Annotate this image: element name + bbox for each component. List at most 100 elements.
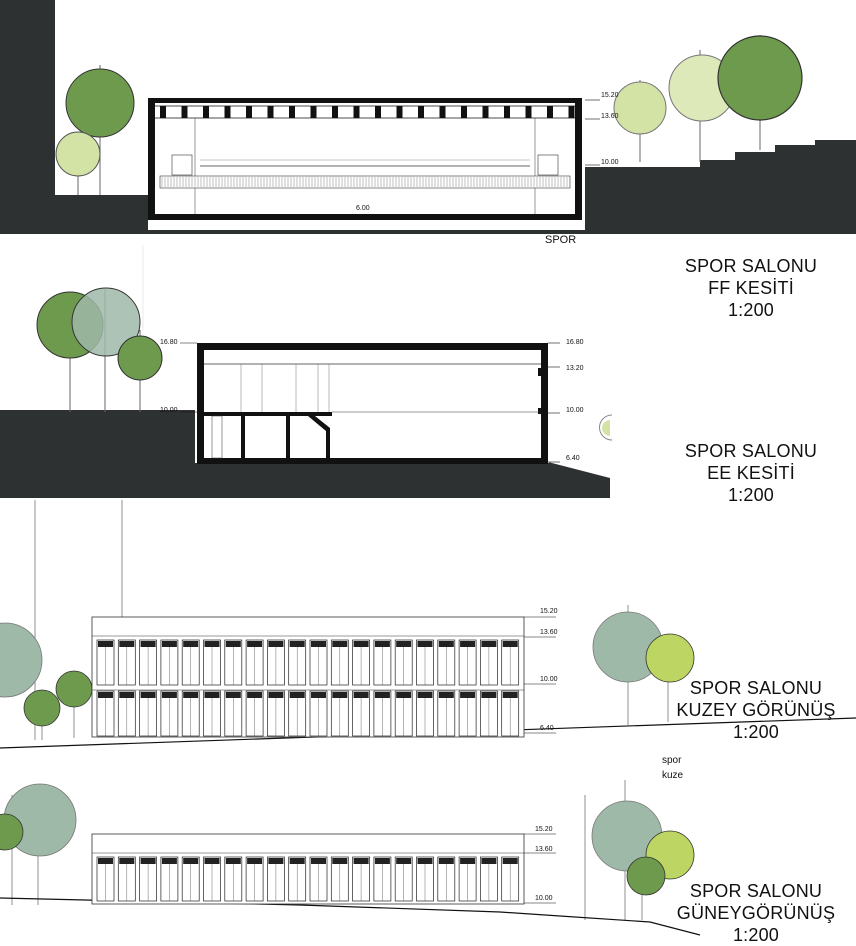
roof-beam xyxy=(525,106,532,118)
ff-floor-dimension: 6.00 xyxy=(356,205,370,212)
ee-title: SPOR SALONU xyxy=(684,441,818,461)
window-head xyxy=(183,641,199,647)
south-level-1: 15.20 xyxy=(535,826,553,833)
ff-tree-right-large xyxy=(717,35,803,121)
north-subtitle: KUZEY GÖRÜNÜŞ xyxy=(676,700,836,720)
north-title-block: SPOR SALONU KUZEY GÖRÜNÜŞ 1:200 xyxy=(656,677,856,743)
ff-level-3: 10.00 xyxy=(601,159,619,166)
window-head xyxy=(140,641,156,647)
roof-beam xyxy=(160,106,166,118)
window-head xyxy=(225,641,241,647)
window-head xyxy=(396,858,412,864)
ff-ground xyxy=(0,0,856,234)
north-caption-1: spor xyxy=(662,755,682,766)
window-head xyxy=(353,641,369,647)
window-head xyxy=(289,858,305,864)
north-scale: 1:200 xyxy=(732,722,780,742)
window-head xyxy=(268,692,284,698)
window-head xyxy=(161,641,177,647)
ee-level-left-2: 10.00 xyxy=(160,407,178,414)
roof-beam xyxy=(375,106,381,118)
ff-level-1: 15.20 xyxy=(601,92,619,99)
ff-tribune-band xyxy=(159,175,571,189)
ff-section-drawing: 15.20 13.60 10.00 6.00 SPOR xyxy=(0,0,856,246)
ff-level-2: 13.60 xyxy=(601,113,619,120)
window-head xyxy=(438,858,454,864)
south-elevation-drawing: 15.20 13.60 10.00 xyxy=(0,780,701,936)
roof-beam xyxy=(246,106,252,118)
north-tree-left-large xyxy=(0,622,43,698)
window-head xyxy=(374,692,390,698)
north-level-4: 6.40 xyxy=(540,725,554,732)
ff-tree-left-large xyxy=(65,68,135,138)
window-head xyxy=(119,858,135,864)
roof-beam xyxy=(289,106,295,118)
south-tree-right-dark xyxy=(626,856,666,896)
roof-beam xyxy=(568,106,575,118)
roof-beam xyxy=(504,106,510,118)
window-head xyxy=(374,858,390,864)
ee-scale: 1:200 xyxy=(727,485,775,505)
ee-level-right-4: 6.40 xyxy=(566,455,580,462)
window-head xyxy=(502,858,518,864)
north-tree-right-lime xyxy=(645,633,695,683)
window-head xyxy=(183,692,199,698)
window-head xyxy=(417,858,433,864)
window-head xyxy=(502,641,518,647)
window-head xyxy=(502,692,518,698)
window-head xyxy=(98,641,113,647)
window-head xyxy=(460,858,476,864)
window-head xyxy=(247,692,263,698)
south-title-block: SPOR SALONU GÜNEYGÖRÜNÜŞ 1:200 xyxy=(656,880,856,946)
window-head xyxy=(438,692,454,698)
window-head xyxy=(438,641,454,647)
window-head xyxy=(204,858,220,864)
window-head xyxy=(119,692,135,698)
window-head xyxy=(225,692,241,698)
ee-section-drawing: 16.80 10.00 16.80 13.20 10.00 6.40 xyxy=(0,245,613,498)
ee-title-block: SPOR SALONU EE KESİTİ 1:200 xyxy=(646,440,856,506)
window-head xyxy=(332,641,348,647)
ee-level-right-1: 16.80 xyxy=(566,339,584,346)
ee-subtitle: EE KESİTİ xyxy=(707,463,795,483)
roof-beam xyxy=(310,106,317,118)
window-head xyxy=(140,858,156,864)
window-head xyxy=(332,692,348,698)
ff-scale: 1:200 xyxy=(727,300,775,320)
roof-beam xyxy=(547,106,553,118)
ee-level-right-3: 10.00 xyxy=(566,407,584,414)
window-head xyxy=(204,692,220,698)
window-head xyxy=(481,858,497,864)
window-head xyxy=(460,692,476,698)
ee-level-left-1: 16.80 xyxy=(160,339,178,346)
south-level-2: 13.60 xyxy=(535,846,553,853)
south-scale: 1:200 xyxy=(732,925,780,945)
ee-tree-3 xyxy=(117,335,163,381)
window-head xyxy=(268,641,284,647)
roof-beam xyxy=(224,106,231,118)
ee-tree-2 xyxy=(71,287,141,357)
window-head xyxy=(140,692,156,698)
ee-ground xyxy=(0,410,610,498)
window-head xyxy=(481,692,497,698)
roof-beam xyxy=(439,106,446,118)
window-head xyxy=(374,641,390,647)
window-head xyxy=(204,641,220,647)
north-tree-left-small xyxy=(23,689,61,727)
window-head xyxy=(353,692,369,698)
north-title: SPOR SALONU xyxy=(689,678,823,698)
north-window-grid xyxy=(96,639,520,737)
south-subtitle: GÜNEYGÖRÜNÜŞ xyxy=(676,903,836,923)
window-head xyxy=(481,641,497,647)
roof-beam xyxy=(418,106,424,118)
window-head xyxy=(332,858,348,864)
roof-beam xyxy=(353,106,360,118)
north-level-1: 15.20 xyxy=(540,608,558,615)
window-head xyxy=(311,641,326,647)
window-head xyxy=(225,858,241,864)
ff-title: SPOR SALONU xyxy=(684,256,818,276)
window-head xyxy=(247,641,263,647)
roof-beam xyxy=(181,106,188,118)
ff-tree-right-small xyxy=(613,81,667,135)
